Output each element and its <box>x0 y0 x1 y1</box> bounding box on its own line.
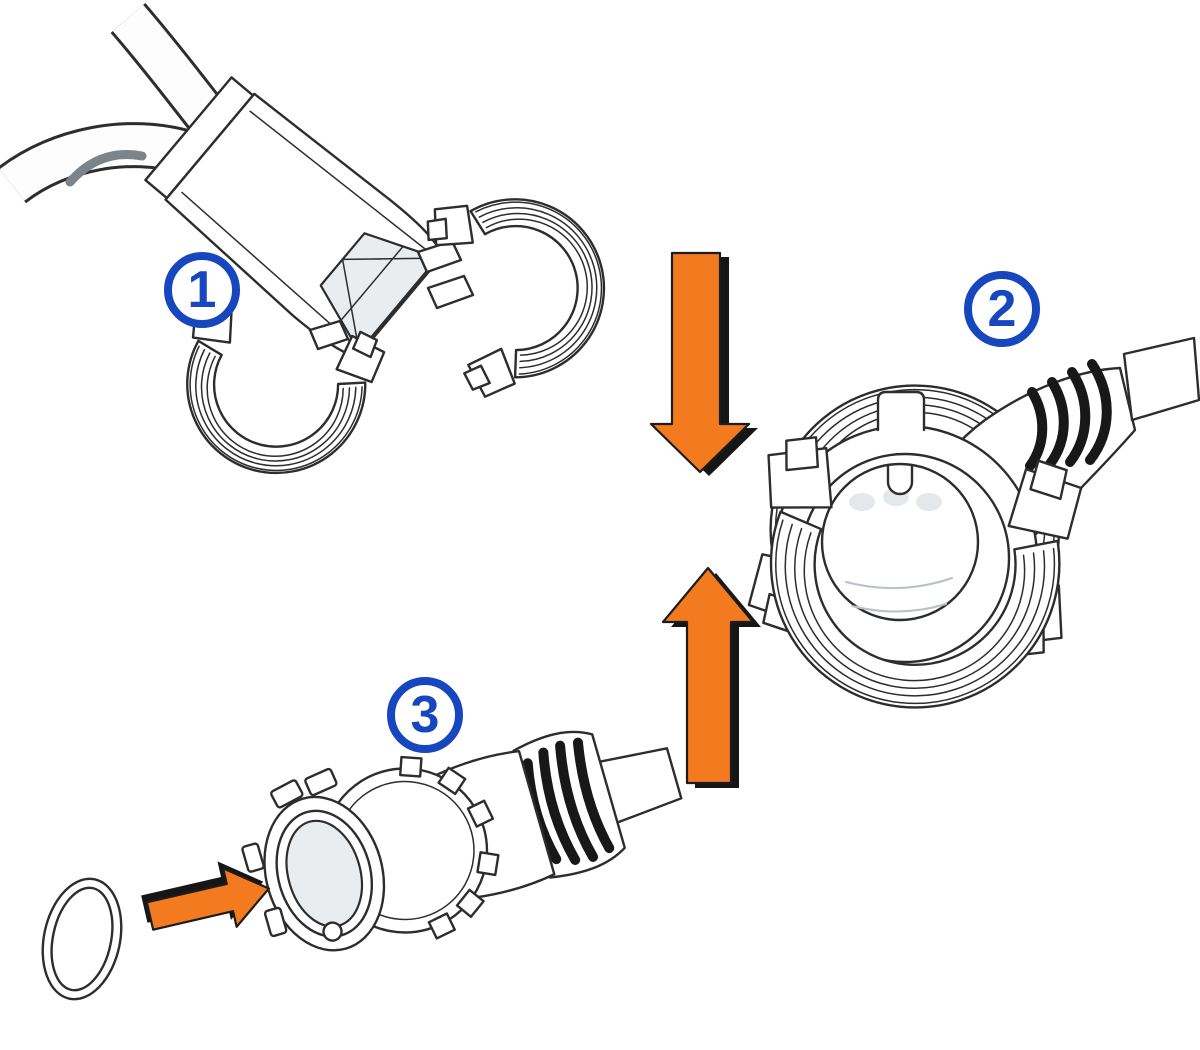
strain-rib <box>1025 387 1048 471</box>
cable-fill <box>112 4 226 133</box>
knurl-tooth <box>429 913 455 938</box>
callout-3: 3 <box>387 677 463 753</box>
strain-rib <box>1045 377 1069 469</box>
part-collar-connector <box>741 338 1199 726</box>
socket-notch <box>321 920 343 942</box>
callout-3-label: 3 <box>410 686 440 744</box>
arrow-fill <box>661 566 755 785</box>
arrow-down-icon <box>649 251 758 476</box>
callout-1: 1 <box>164 252 240 328</box>
cable-tip <box>1124 338 1199 420</box>
strain-rib <box>1065 367 1091 467</box>
clamp-crease <box>178 192 353 341</box>
latch-block <box>310 321 348 349</box>
pin-hole <box>916 493 942 511</box>
knurl-tooth <box>400 757 421 776</box>
strain-rib <box>538 747 581 865</box>
latch-block <box>428 276 473 308</box>
keyway-notch <box>888 466 912 494</box>
bayonet-nub <box>242 843 265 872</box>
o-ring-inner <box>43 882 121 996</box>
callout-2-label: 2 <box>987 280 1017 338</box>
clamp-body <box>140 71 449 364</box>
flange-key-tab <box>304 768 337 796</box>
clamp-funnel-cavity <box>304 212 438 352</box>
strain-rib <box>1085 359 1112 465</box>
cable-fold-shadow <box>65 149 147 187</box>
arrow-right-icon <box>141 861 270 931</box>
arrow-fill <box>649 251 751 474</box>
strain-rib <box>572 737 615 854</box>
flange-key-tab <box>270 779 303 808</box>
arrow-fill <box>145 867 270 931</box>
face-highlight <box>846 578 952 612</box>
strain-rib <box>555 740 599 862</box>
pin-hole <box>849 493 875 511</box>
knurl-tooth <box>477 852 498 875</box>
callout-2: 2 <box>964 271 1040 347</box>
bayonet-nub <box>264 907 287 936</box>
knurl-tooth <box>439 768 466 794</box>
knurl-tooth <box>468 801 493 827</box>
collar-key-tab <box>878 392 924 430</box>
callout-1-label: 1 <box>187 261 217 319</box>
arrow-up-icon <box>661 566 761 788</box>
knurl-tooth <box>457 890 484 917</box>
part-cable-clamp <box>0 2 628 495</box>
clamp-crease <box>250 106 426 255</box>
cable-top <box>110 2 229 135</box>
part-plug-connector <box>227 677 699 983</box>
part-o-ring <box>32 871 132 1006</box>
